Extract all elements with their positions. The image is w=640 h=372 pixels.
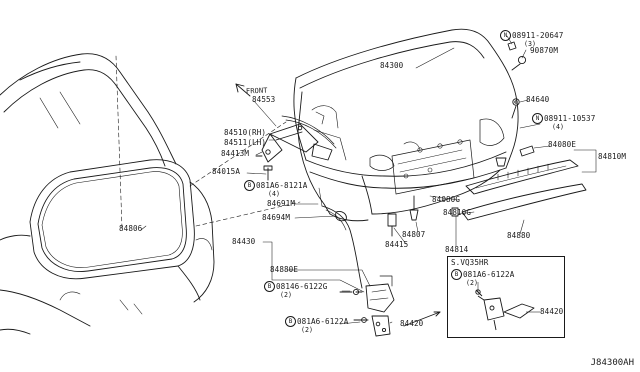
fastener-drawing: [387, 41, 535, 237]
inset-part-label-081A6-6122A: 081A6-6122A: [463, 270, 515, 279]
quantity-08911-20647: (3): [524, 40, 536, 48]
quantity-08911-10537: (4): [552, 123, 564, 131]
part-label-90870M: 90870M: [530, 46, 559, 55]
quantity-081A6-6122A: (2): [301, 326, 313, 334]
part-label-081A6-6122A: 081A6-6122A: [297, 317, 349, 326]
inset-latch-drawing: [475, 282, 540, 331]
part-label-84510: 84510(RH): [224, 128, 267, 137]
part-label-84691M: 84691M: [267, 199, 296, 208]
front-direction-arrow: [235, 83, 251, 97]
nut-symbol: N: [500, 30, 511, 41]
quantity-081A6-8121A: (4): [268, 190, 280, 198]
part-label-84806: 84806: [119, 224, 143, 233]
opener-cable-drawing: [321, 205, 441, 337]
inset-part-label-84420: 84420: [540, 307, 564, 316]
part-label-84415: 84415: [385, 240, 409, 249]
part-label-84430: 84430: [232, 237, 256, 246]
leader-lines: [140, 35, 597, 325]
part-label-08911-10537: 08911-10537: [544, 114, 596, 123]
part-label-84080G: 84080G: [432, 195, 461, 204]
inset-title: S.VQ35HR: [451, 258, 489, 267]
vehicle-body-drawing: [0, 53, 215, 335]
part-label-08146-6122G: 08146-6122G: [276, 282, 328, 291]
bolt-symbol: B: [244, 180, 255, 191]
part-label-84080E: 84080E: [548, 140, 577, 149]
part-label-84810M: 84810M: [598, 152, 627, 161]
bolt-symbol: B: [285, 316, 296, 327]
part-label-84015A: 84015A: [212, 167, 241, 176]
part-label-84694M: 84694M: [262, 213, 291, 222]
finisher-drawing: [461, 159, 587, 221]
bolt-symbol: B: [451, 269, 462, 280]
part-label-84807: 84807: [402, 230, 426, 239]
part-label-84553: 84553: [252, 95, 276, 104]
part-label-84880: 84880: [507, 231, 531, 240]
part-label-84640: 84640: [526, 95, 550, 104]
nut-symbol: N: [532, 113, 543, 124]
part-label-84300: 84300: [380, 61, 404, 70]
part-label-84814: 84814: [445, 245, 469, 254]
inset-quantity-081A6-6122A: (2): [466, 279, 478, 287]
quantity-08146-6122G: (2): [280, 291, 292, 299]
hinge-drawing: [255, 115, 337, 181]
part-label-84511: 84511(LH): [224, 138, 267, 147]
part-label-08911-20647: 08911-20647: [512, 31, 564, 40]
engine-variant-inset: [447, 256, 565, 338]
part-label-84880E: 84880E: [270, 265, 299, 274]
part-label-081A6-8121A: 081A6-8121A: [256, 181, 308, 190]
part-label-84413M: 84413M: [221, 149, 250, 158]
bolt-symbol: B: [264, 281, 275, 292]
part-label-84810G: 84810G: [443, 208, 472, 217]
reference-lines: [115, 55, 301, 229]
part-label-84420: 84420: [400, 319, 424, 328]
trunk-lid-drawing: [293, 28, 519, 222]
diagram-reference-code: J84300AH: [590, 358, 634, 368]
